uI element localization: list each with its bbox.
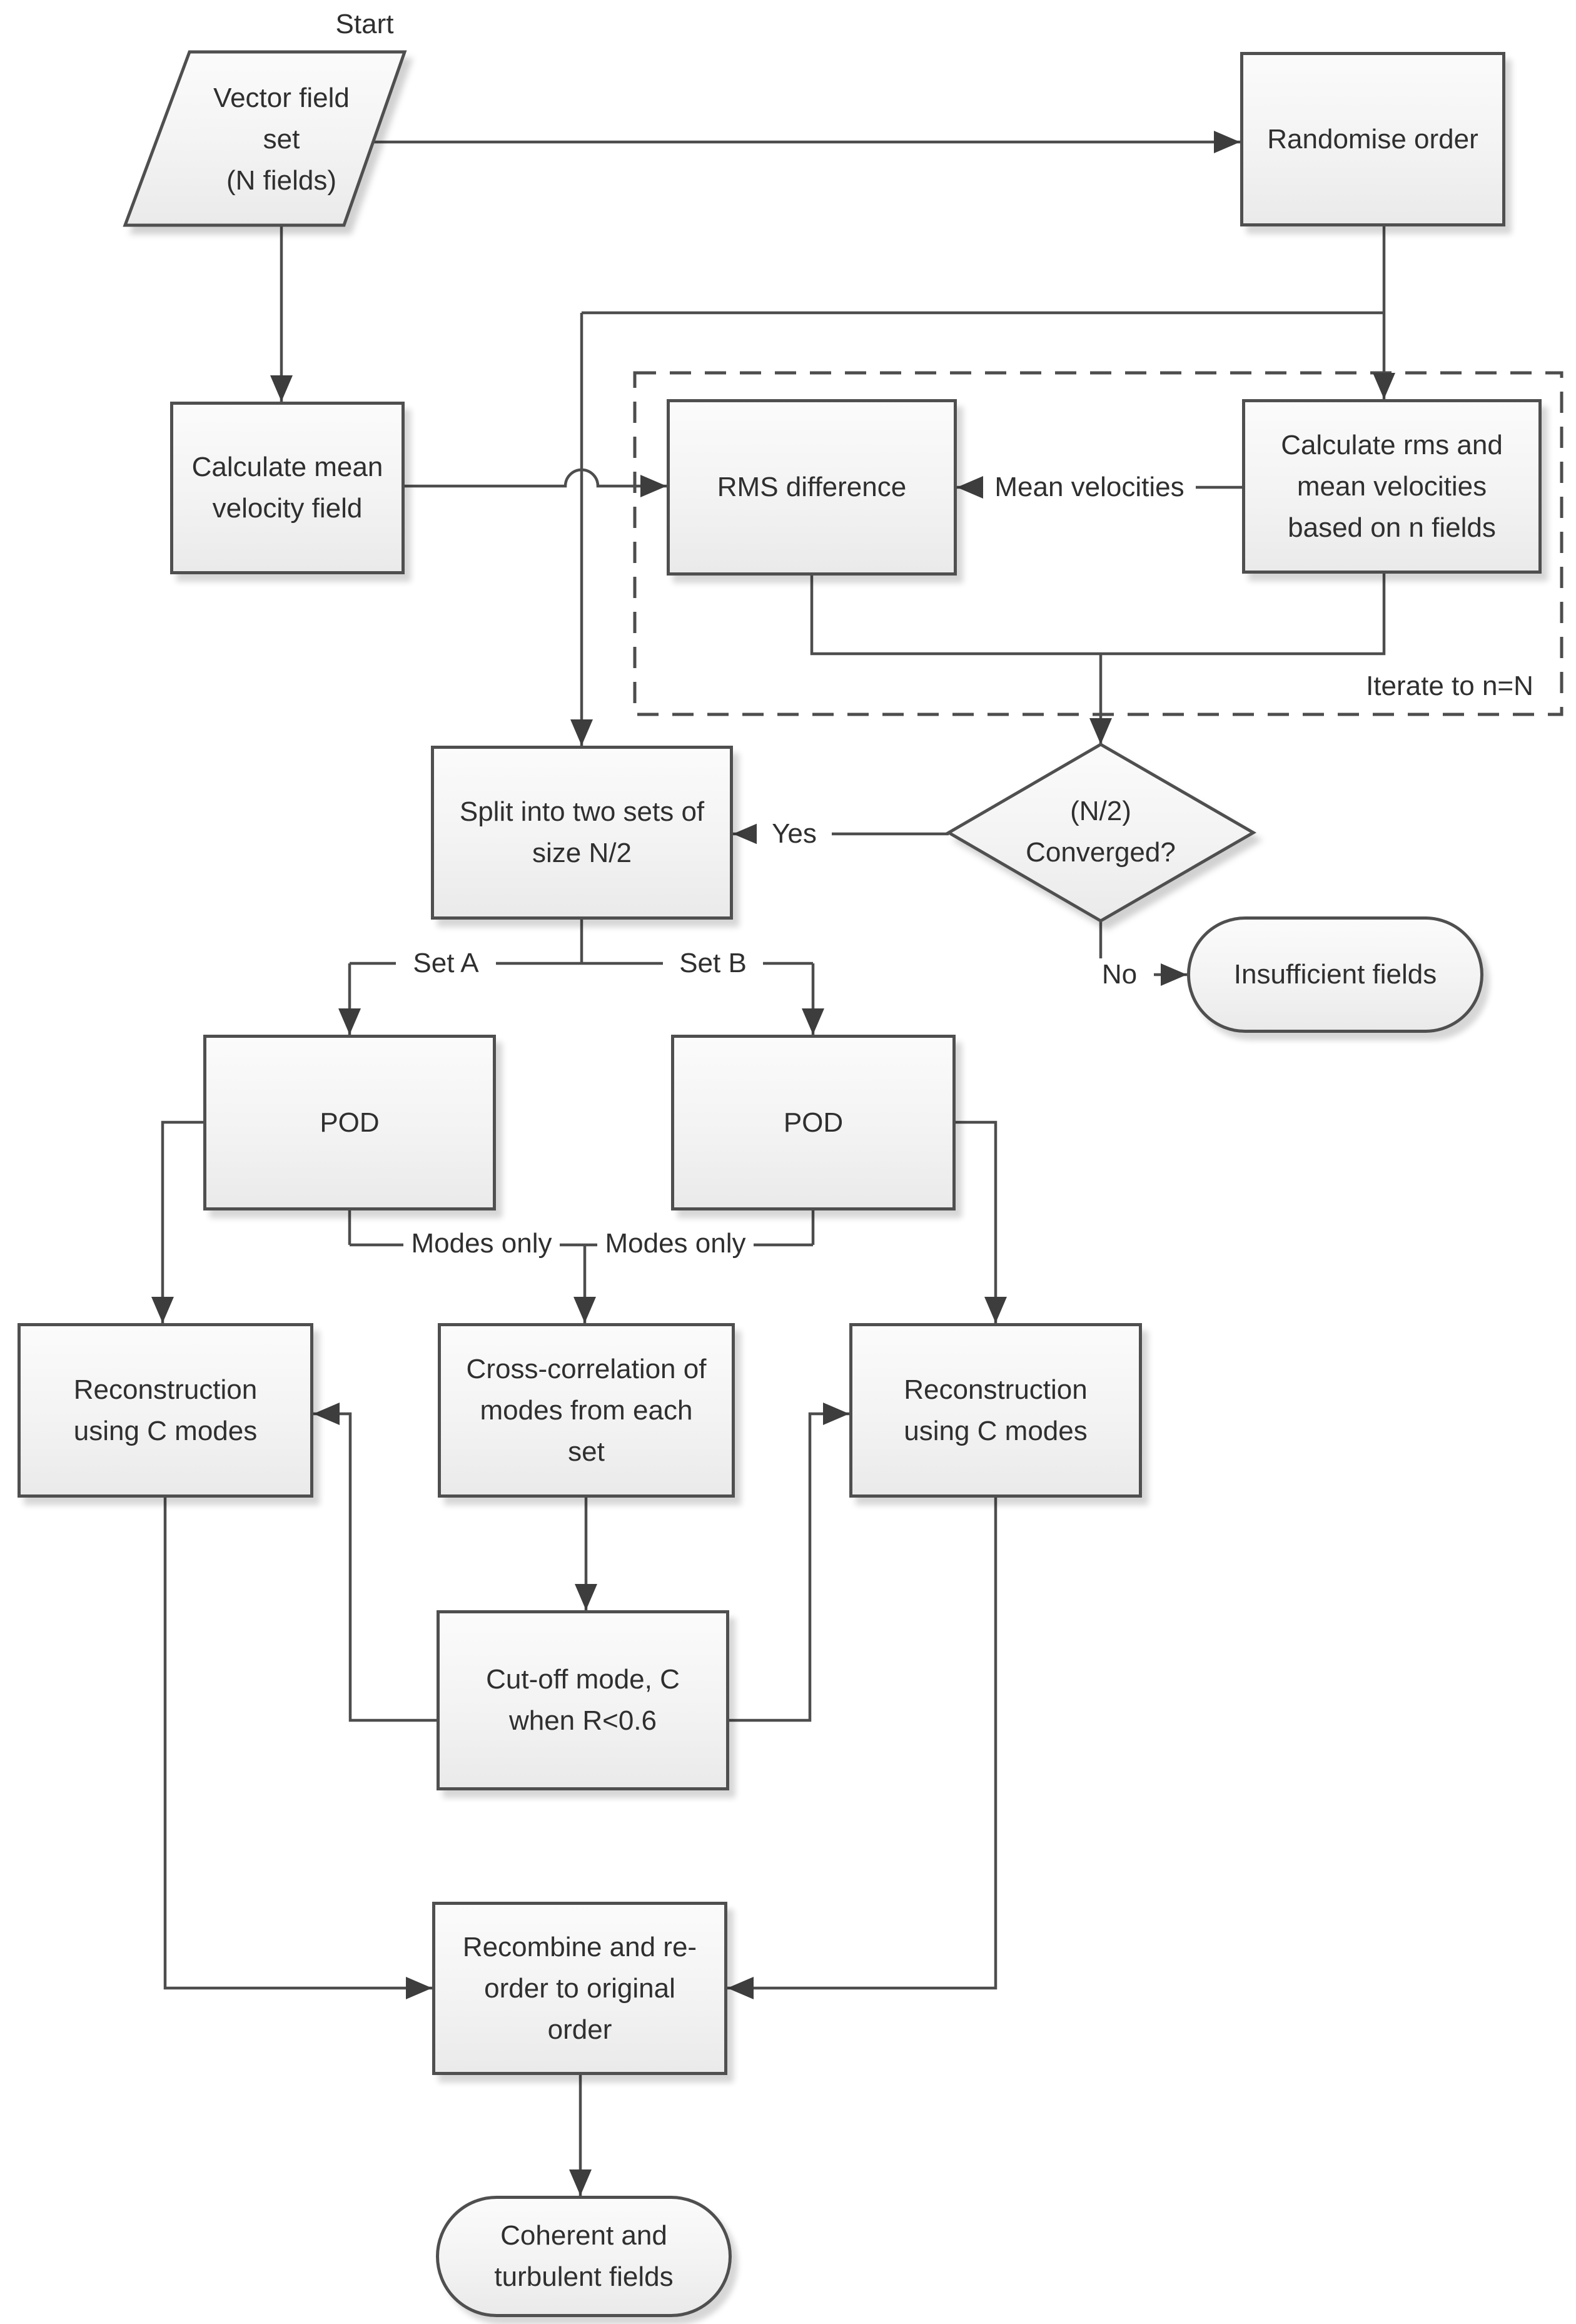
iteration-dashed-region bbox=[633, 371, 1563, 716]
yes-label: Yes bbox=[757, 818, 832, 850]
edge-iteration-loop bbox=[810, 574, 1386, 656]
modes-only-a-label: Modes only bbox=[403, 1227, 560, 1260]
converged-decision-diamond bbox=[946, 743, 1256, 923]
coherent-fields-terminator: Coherent and turbulent fields bbox=[436, 2196, 732, 2317]
vector-field-set-text: Vector field set (N fields) bbox=[213, 82, 350, 196]
split-sets-box: Split into two sets of size N/2 bbox=[431, 746, 733, 920]
calculate-mean-box: Calculate mean velocity field bbox=[170, 402, 405, 574]
edge-poda-to-recon-a bbox=[151, 1120, 203, 1323]
pod-a-box: POD bbox=[203, 1035, 496, 1210]
converged-text: (N/2) Converged? bbox=[1026, 796, 1176, 868]
cutoff-mode-box: Cut-off mode, C when R<0.6 bbox=[437, 1610, 729, 1790]
edge-cutoff-to-recon-a bbox=[313, 1403, 437, 1722]
set-a-label: Set A bbox=[396, 947, 496, 980]
recombine-box: Recombine and re- order to original orde… bbox=[432, 1902, 727, 2075]
mean-velocities-label: Mean velocities bbox=[983, 470, 1196, 505]
iterate-label: Iterate to n=N bbox=[1366, 670, 1533, 701]
modes-only-b-label: Modes only bbox=[597, 1227, 754, 1260]
edge-podb-to-recon-b bbox=[956, 1120, 1007, 1323]
pod-b-box: POD bbox=[671, 1035, 956, 1210]
edge-calcmean-to-rms-with-hop bbox=[405, 468, 667, 497]
vector-field-parallelogram bbox=[123, 50, 407, 227]
edge-recon-b-to-recombine bbox=[727, 1498, 998, 1999]
randomise-order-box: Randomise order bbox=[1240, 52, 1505, 226]
edge-cutoff-to-recon-b bbox=[729, 1403, 849, 1722]
set-b-label: Set B bbox=[663, 947, 763, 980]
reconstruction-b-box: Reconstruction using C modes bbox=[849, 1323, 1142, 1498]
calculate-rms-box: Calculate rms and mean velocities based … bbox=[1242, 399, 1542, 574]
reconstruction-a-box: Reconstruction using C modes bbox=[18, 1323, 313, 1498]
no-label: No bbox=[1085, 958, 1154, 991]
edge-recon-a-to-recombine bbox=[163, 1498, 432, 1999]
start-label: Start bbox=[335, 8, 394, 39]
rms-difference-box: RMS difference bbox=[667, 399, 957, 576]
insufficient-fields-terminator: Insufficient fields bbox=[1187, 916, 1483, 1033]
cross-correlation-box: Cross-correlation of modes from each set bbox=[438, 1323, 735, 1498]
